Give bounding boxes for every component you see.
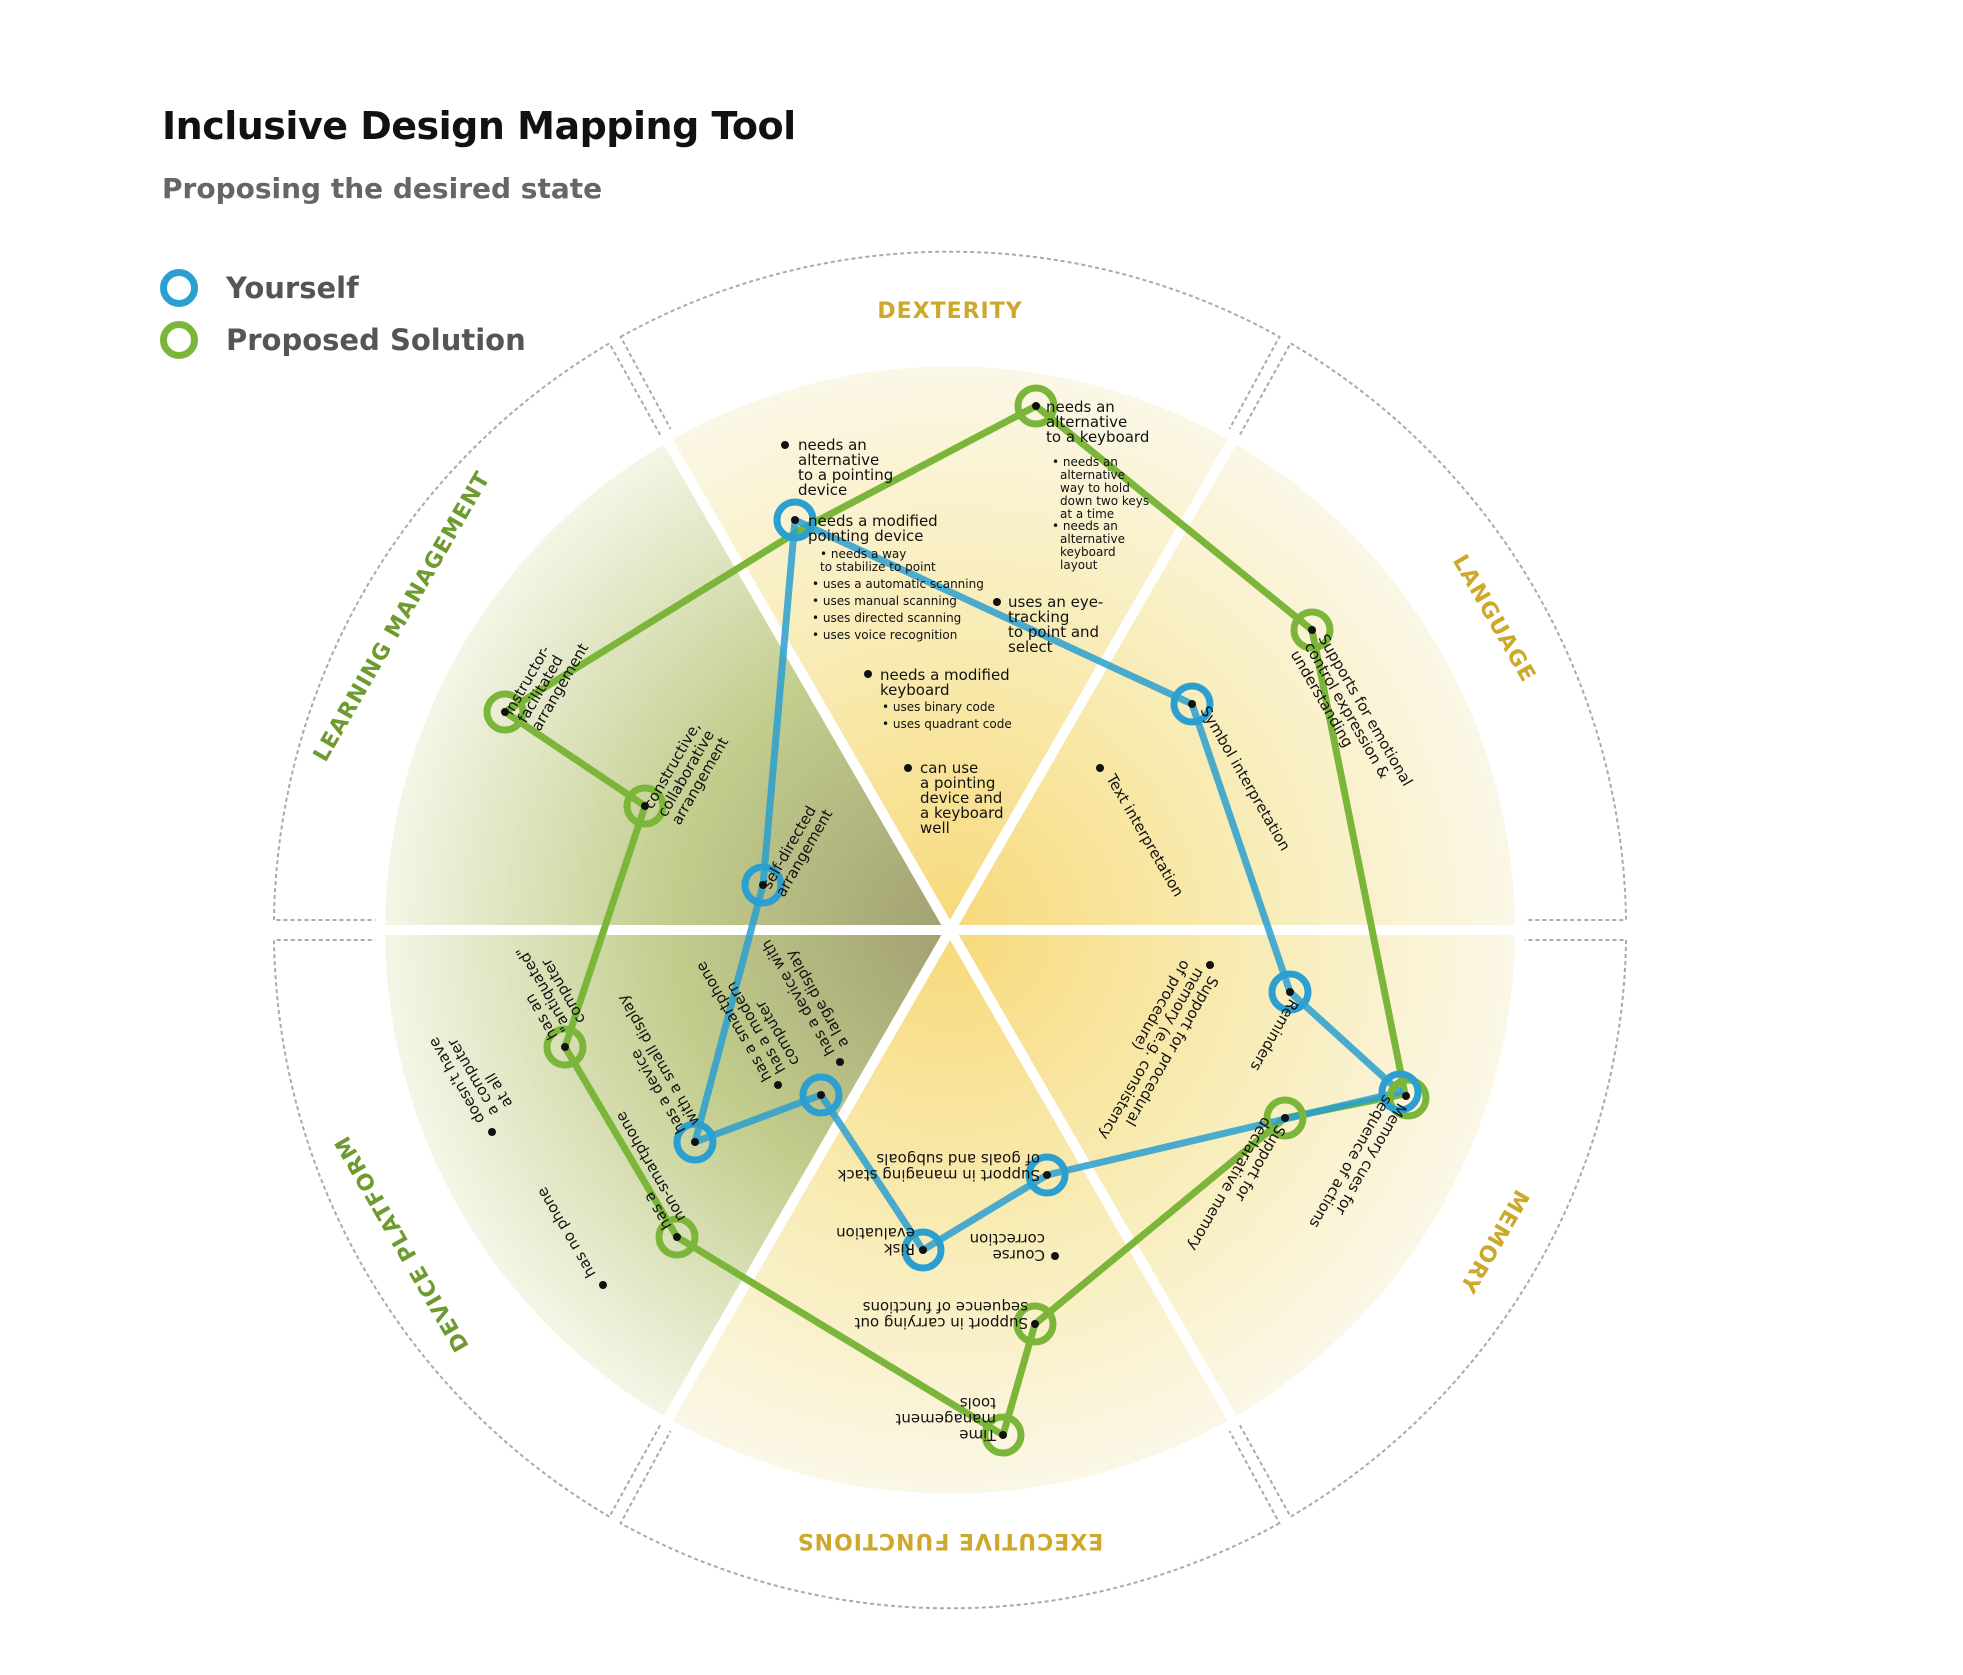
yourself-marker-symbol[interactable]: [1170, 682, 1214, 726]
yourself-marker-reminders[interactable]: [1268, 970, 1312, 1014]
item-stack: Support in managing stackof goals and su…: [837, 1150, 1040, 1184]
outer-band-learning: [272, 341, 665, 921]
proposed-ring-icon: [160, 321, 198, 359]
proposed-marker-constructive[interactable]: [623, 784, 667, 828]
item-time: Timemanagementtools: [895, 1394, 997, 1444]
outer-band-language: [1235, 341, 1628, 921]
executive-items: Support in managing stackof goals and su…: [836, 1150, 1045, 1444]
item-sequence: Support in carrying outsequence of funct…: [854, 1298, 1028, 1332]
outer-band-dexterity: [619, 250, 1281, 435]
proposed-marker-non-smartphone[interactable]: [655, 1215, 699, 1259]
inner-sector-learning: [374, 430, 959, 935]
legend: Yourself Proposed Solution: [160, 262, 526, 366]
inner-sector-memory: [941, 925, 1526, 1430]
legend-label-yourself: Yourself: [226, 271, 359, 305]
item-dots: [488, 402, 1410, 1439]
item-risk: Riskevaluation: [836, 1224, 915, 1258]
proposed-marker-sequence[interactable]: [1013, 1302, 1057, 1346]
inner-sector-device: [374, 925, 959, 1430]
sector-label-dexterity: DEXTERITY: [877, 299, 1022, 324]
outer-band-device: [272, 939, 665, 1519]
outer-band-executive: [619, 1425, 1281, 1610]
legend-label-proposed: Proposed Solution: [226, 323, 526, 357]
proposed-marker-memory-cues[interactable]: [1386, 1076, 1430, 1120]
proposed-marker-antiquated[interactable]: [543, 1025, 587, 1069]
yourself-ring-icon: [160, 269, 198, 307]
outer-ring: [272, 250, 1628, 1610]
yourself-marker-risk[interactable]: [901, 1228, 945, 1272]
proposed-path: [501, 402, 1409, 1439]
yourself-marker-memory-cues[interactable]: [1378, 1070, 1422, 1114]
legend-item-proposed[interactable]: Proposed Solution: [160, 314, 526, 366]
item-course: Coursecorrection: [970, 1230, 1045, 1264]
yourself-marker-self-directed[interactable]: [741, 863, 785, 907]
page-title: Inclusive Design Mapping Tool: [162, 104, 796, 148]
yourself-markers: [673, 498, 1422, 1272]
proposed-marker-declarative[interactable]: [1263, 1096, 1307, 1140]
inner-sector-language: [941, 430, 1526, 935]
page-subtitle: Proposing the desired state: [162, 172, 603, 205]
proposed-marker-emotional[interactable]: [1290, 608, 1334, 652]
yourself-marker-stack[interactable]: [1025, 1153, 1069, 1197]
proposed-marker-instructor[interactable]: [483, 690, 527, 734]
item-modified-keyboard-sub: • uses binary code • uses quadrant code: [882, 700, 1012, 731]
proposed-markers: [483, 384, 1430, 1457]
yourself-marker-modified-pointing[interactable]: [773, 498, 817, 542]
proposed-marker-alt-keyboard[interactable]: [1014, 384, 1058, 428]
inner-sector-executive: [658, 920, 1242, 1504]
yourself-marker-small-display[interactable]: [673, 1120, 717, 1164]
legend-item-yourself[interactable]: Yourself: [160, 262, 526, 314]
yourself-marker-large-display[interactable]: [799, 1073, 843, 1117]
proposed-marker-time[interactable]: [981, 1413, 1025, 1457]
sector-label-executive: EXECUTIVE FUNCTIONS: [797, 1528, 1104, 1553]
yourself-path: [691, 516, 1404, 1254]
outer-band-memory: [1235, 939, 1628, 1519]
